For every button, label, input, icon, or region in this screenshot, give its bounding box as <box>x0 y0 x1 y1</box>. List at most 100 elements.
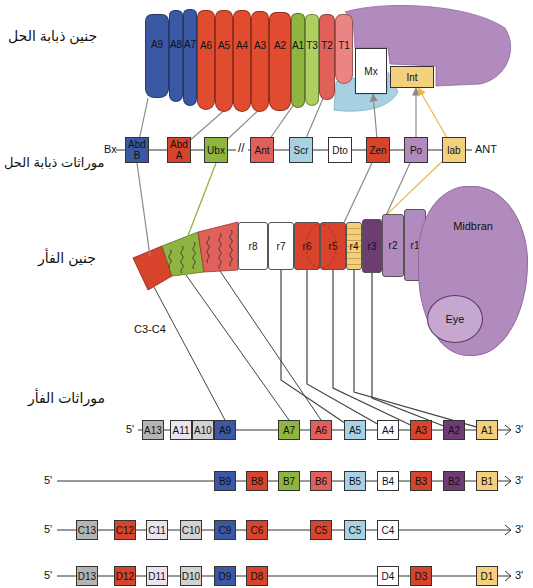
node-text: C13 <box>78 525 96 536</box>
section-title: جنين الفأر <box>38 250 96 266</box>
strand-end: 5' <box>44 523 52 535</box>
somite-squiggle <box>207 230 232 269</box>
body-segment: A8 <box>169 10 183 102</box>
node-text: r7 <box>277 241 286 252</box>
strand-end: 5' <box>44 474 52 486</box>
leader-line <box>220 271 321 420</box>
gene-box: Zen <box>366 137 390 163</box>
node-text: A3 <box>254 40 266 51</box>
dashed-outline <box>306 224 336 268</box>
mouse-somite <box>162 232 204 276</box>
body-segment: A2 <box>269 12 291 111</box>
gene-name: ANT <box>475 143 497 155</box>
node-text: Int <box>406 72 417 83</box>
node-text: C6 <box>251 525 264 536</box>
leader-line <box>186 275 289 420</box>
node-text: Mx <box>364 66 377 77</box>
gene-box: D1 <box>476 566 498 586</box>
leader-line <box>154 287 225 420</box>
gene-box: Abd A <box>167 137 191 163</box>
node-text: r6 <box>303 241 312 252</box>
gene-box: A2 <box>443 420 465 440</box>
gene-box: B4 <box>377 471 399 491</box>
node-text: A7 <box>283 425 295 436</box>
gene-box: A10 <box>192 420 214 440</box>
gene-box: D12 <box>114 566 136 586</box>
node-text: A8 <box>170 39 182 50</box>
gene-box: Po <box>404 137 428 163</box>
gene-box: C12 <box>114 520 136 540</box>
gene-box: A3 <box>410 420 432 440</box>
gene-box: C9 <box>214 520 236 540</box>
direction-arrow <box>505 571 511 581</box>
rhombomere: r6 <box>294 222 320 270</box>
node-text: A9 <box>219 425 231 436</box>
node-text: r2 <box>389 240 398 251</box>
connector <box>418 88 446 137</box>
gene-box: D4 <box>377 566 399 586</box>
body-segment: A4 <box>233 10 251 112</box>
section-title: موراثات الفأر <box>28 390 105 406</box>
gene-box: B7 <box>278 471 300 491</box>
section-title: جنين ذبابة الحل <box>8 28 97 44</box>
node-text: A6 <box>200 40 212 51</box>
gene-box: B5 <box>344 471 366 491</box>
body-segment: A1 <box>291 13 305 108</box>
body-segment: A5 <box>215 10 233 112</box>
break-mark: // <box>238 141 245 155</box>
gene-box: Dto <box>328 137 352 163</box>
node-text: r3 <box>368 241 377 252</box>
connector <box>373 94 377 137</box>
leader-line <box>137 163 150 256</box>
body-segment: T1 <box>335 14 353 84</box>
gene-box: lab <box>442 137 466 163</box>
gene-box: C5 <box>344 520 366 540</box>
node-text: D4 <box>382 571 395 582</box>
node-text: D8 <box>251 571 264 582</box>
node-text: C5 <box>315 525 328 536</box>
gene-box: A6 <box>310 420 332 440</box>
connector <box>307 270 377 424</box>
body-segment: A6 <box>197 10 215 110</box>
leader-line <box>184 163 216 246</box>
rhombomere: r8 <box>238 222 268 270</box>
gene-box: B3 <box>410 471 432 491</box>
node-text: T3 <box>306 40 318 51</box>
gene-box: A4 <box>377 420 399 440</box>
gene-box: C10 <box>180 520 202 540</box>
node-text: A5 <box>218 40 230 51</box>
gene-box: D8 <box>246 566 268 586</box>
node-text: C5 <box>349 525 362 536</box>
node-text: C4 <box>382 525 395 536</box>
strand-end: 3' <box>515 569 523 581</box>
node-text: B9 <box>219 476 231 487</box>
node-text: A13 <box>144 425 162 436</box>
strand-end: 5' <box>126 423 134 435</box>
mouse-somite <box>133 246 172 290</box>
node-text: T2 <box>321 40 333 51</box>
gene-box: C13 <box>76 520 98 540</box>
gene-box: D9 <box>214 566 236 586</box>
gene-box: D11 <box>146 566 168 586</box>
somite-squiggle <box>169 242 195 273</box>
node-text: B6 <box>315 476 327 487</box>
node-text: D12 <box>116 571 134 582</box>
section-title: موراثات ذبابة الحل <box>4 155 104 170</box>
rhombomere: r3 <box>362 219 382 273</box>
gene-box: A11 <box>170 420 192 440</box>
body-segment: A7 <box>183 9 197 106</box>
direction-arrow <box>505 476 511 486</box>
node-text: B2 <box>448 476 460 487</box>
node-text: B1 <box>481 476 493 487</box>
node-text: A2 <box>274 40 286 51</box>
gene-box: Ubx <box>204 137 228 163</box>
rhombomere: r5 <box>320 222 346 270</box>
gene-box: D10 <box>180 566 202 586</box>
gene-box: A5 <box>344 420 366 440</box>
node-text: Ant <box>254 145 269 156</box>
node-text: C12 <box>116 525 134 536</box>
body-segment: A3 <box>251 11 269 112</box>
gene-box: D13 <box>76 566 98 586</box>
